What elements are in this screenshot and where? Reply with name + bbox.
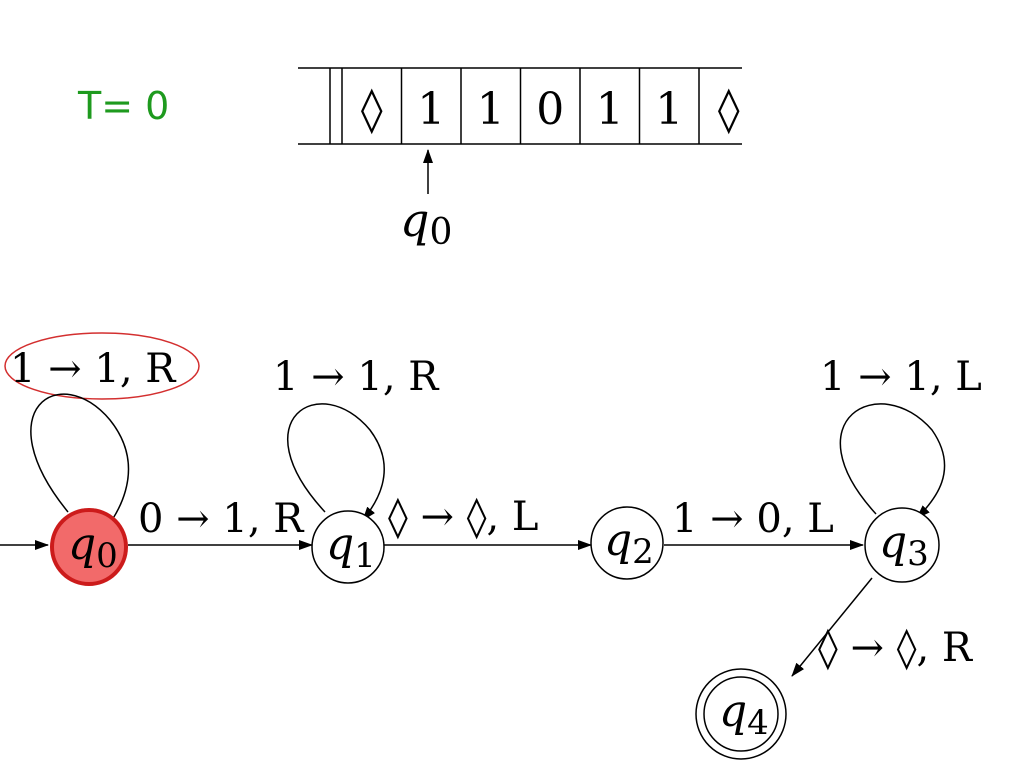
tape-cell-symbol: 1 [596, 84, 624, 135]
transition-label-q1-q1: 1 → 1, R [273, 354, 440, 400]
tape-head-state-subscript: 0 [429, 212, 452, 253]
self-loop-q1 [287, 403, 385, 521]
state-inner-circle [703, 676, 779, 752]
state-circle [50, 508, 128, 586]
tape-head-state: q0 [400, 193, 452, 253]
state-circle [864, 507, 940, 583]
transition-label-q3-q3: 1 → 1, L [820, 354, 982, 400]
state-q0: q0 [50, 508, 128, 586]
state-q4: q4 [695, 668, 787, 760]
transition-label-q1-q2: ◊ → ◊, L [388, 494, 538, 540]
transition-label-q3-q4: ◊ → ◊, R [818, 625, 974, 671]
edge-q3-q4 [791, 577, 873, 677]
tape-cell-symbol: 1 [655, 84, 683, 135]
transition-label-q0-q0: 1 → 1, R [10, 346, 177, 392]
highlighted-transition-outline [4, 332, 200, 400]
state-q2: q2 [590, 506, 664, 580]
state-q1: q1 [311, 510, 385, 584]
tape-cell-symbol: ◊ [361, 84, 383, 135]
transition-label-q0-q1: 0 → 1, R [138, 496, 305, 542]
tape-cell-symbol: 1 [477, 84, 505, 135]
state-label: q1 [326, 519, 376, 576]
tape-cell-symbol: 1 [417, 84, 445, 135]
tape-head-state-letter: q [400, 193, 429, 247]
tape-cell-symbol: ◊ [718, 84, 740, 135]
self-loop-q0 [30, 393, 130, 539]
state-q3: q3 [864, 507, 940, 583]
tape-head: q0 [400, 149, 452, 253]
state-circle [590, 506, 664, 580]
transition-label-q2-q3: 1 → 0, L [672, 496, 834, 542]
tape-cell-symbol: 0 [536, 84, 564, 135]
self-loop-q3 [839, 403, 946, 519]
time-step-label: T= 0 [78, 84, 170, 128]
state-circle [311, 510, 385, 584]
